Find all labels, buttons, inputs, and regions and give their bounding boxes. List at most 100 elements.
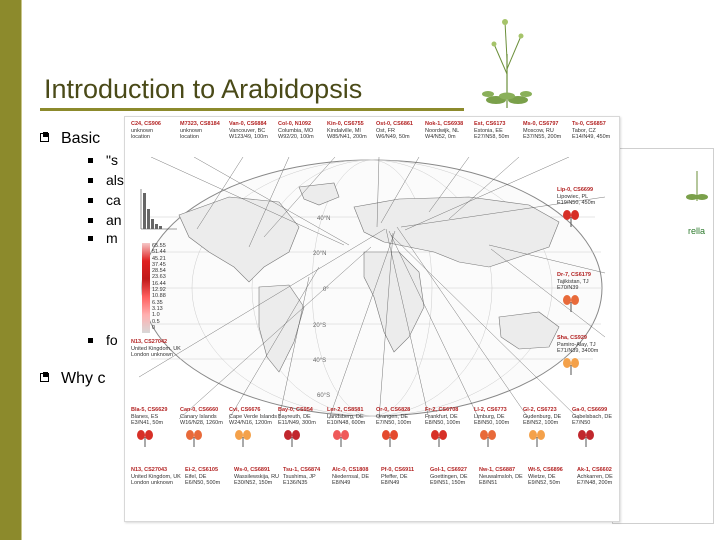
accession-detail: unknown: [180, 127, 203, 134]
accessions-world-map-figure: 40°N 20°N 0° 20°S 40°S 60°S: [124, 116, 620, 522]
legend-value-label: 3.13: [152, 305, 163, 312]
sub-bullet-icon: [88, 158, 93, 163]
accession-detail: Neuwalmsloh, DE: [479, 473, 523, 480]
accession-name: Gol-1, CS6927: [430, 467, 467, 473]
seedling-icon: [529, 430, 545, 447]
accession-detail: unknown: [131, 127, 154, 134]
accession-name: Est, CS6173: [474, 121, 506, 127]
accession-detail: W4/N52, 0m: [425, 134, 456, 140]
accession-detail: Vancouver, BC: [229, 127, 266, 134]
accession-detail: E7/N50, 100m: [376, 420, 412, 426]
accession-detail: E7/N48, 200m: [577, 480, 613, 486]
accession-detail: E9/N51, 150m: [430, 480, 466, 486]
accession-name: Col-0, N1092: [278, 121, 312, 127]
seedling-icon: [186, 430, 202, 447]
sub-bullet: fo: [88, 332, 118, 348]
sub-bullet: an: [88, 212, 122, 228]
accession-detail: Bayreuth, DE: [278, 413, 311, 420]
map-lat-label: 20°S: [313, 323, 326, 329]
accession-detail: Gudenburg, DE: [523, 413, 562, 420]
accession-detail: Achkarren, DE: [577, 473, 613, 480]
accession-detail: Cape Verde Islands: [229, 413, 278, 420]
sub-bullet-text: fo: [106, 332, 118, 348]
accession-detail: W16/N28, 1260m: [180, 420, 223, 426]
legend-value-label: 28.54: [152, 268, 166, 275]
accession-detail: Niedernsal, DE: [332, 473, 369, 480]
accession-detail: Columbia, MO: [278, 127, 314, 134]
title-underline: [40, 108, 464, 111]
accession-name: Can-0, CS6660: [180, 407, 219, 413]
accession-detail: Goettingen, DE: [430, 473, 468, 480]
bullet-square-icon: [40, 372, 49, 382]
legend-value-label: 6.35: [152, 299, 163, 306]
accession-detail: E70/N39: [557, 285, 579, 291]
sub-bullet-text: ca: [106, 192, 121, 208]
accession-detail: E8/N49: [332, 480, 351, 486]
sidebar-divider: [21, 0, 22, 540]
accession-name: Ost-0, CS6861: [376, 121, 413, 127]
sub-bullet-icon: [88, 218, 93, 223]
sub-bullet-text: als: [106, 172, 124, 188]
accession-detail: E19/N50, 450m: [557, 200, 596, 206]
sub-bullet-icon: [88, 236, 93, 241]
accession-detail: United Kingdom, UK: [131, 473, 181, 480]
accession-detail: United Kingdom, UK: [131, 345, 181, 352]
accession-detail: Limburg, DE: [474, 413, 505, 420]
accession-name: Nok-1, CS6938: [425, 121, 464, 127]
accession-detail: E11/N49, 300m: [278, 420, 316, 426]
accession-detail: location: [131, 134, 150, 140]
accession-detail: Blanes, ES: [131, 413, 159, 420]
accession-detail: Kindalville, MI: [327, 127, 361, 134]
accession-detail: London unknown: [131, 480, 173, 486]
sub-bullet-icon: [88, 198, 93, 203]
accession-detail: E6/N50, 500m: [185, 480, 221, 486]
sub-bullet-text: m: [106, 230, 118, 246]
legend-value-label: 37.45: [152, 261, 166, 268]
seedling-icon: [480, 430, 496, 447]
slide-sidebar: [0, 0, 21, 540]
accession-name: C24, CS906: [131, 121, 161, 127]
sub-bullet: ca: [88, 192, 121, 208]
accession-detail: Canary Islands: [180, 413, 217, 420]
world-map: 40°N 20°N 0° 20°S 40°S 60°S: [139, 157, 605, 419]
accession-detail: E9/N52, 50m: [528, 480, 561, 486]
accession-name: Cvi, CS6676: [229, 407, 261, 413]
accession-name: Ei-2, CS6105: [185, 467, 219, 473]
legend-value-label: 23.63: [152, 274, 166, 281]
accession-detail: W85/N41, 200m: [327, 134, 367, 140]
seedling-icon: [333, 430, 349, 447]
accession-name: Wt-5, CS6896: [528, 467, 563, 473]
accession-detail: W123/49, 100m: [229, 134, 268, 140]
accession-detail: E71/N39, 3400m: [557, 348, 599, 354]
accession-name: Gl-2, CS6723: [523, 407, 557, 413]
accession-detail: E14/N49, 450m: [572, 134, 611, 140]
accession-detail: E3/N41, 50m: [131, 420, 164, 426]
accession-detail: W24/N16, 1200m: [229, 420, 272, 426]
sub-bullet-icon: [88, 338, 93, 343]
seedling-icon: [563, 295, 579, 312]
accession-name: Ler-2, CS8581: [327, 407, 364, 413]
legend-value-label: 10.88: [152, 293, 166, 300]
seedling-icon: [563, 210, 579, 227]
accession-detail: Gabelsbach, DE: [572, 413, 613, 420]
accession-detail: E7/N50: [572, 420, 591, 426]
accession-name: Ga-0, CS6699: [572, 407, 608, 413]
